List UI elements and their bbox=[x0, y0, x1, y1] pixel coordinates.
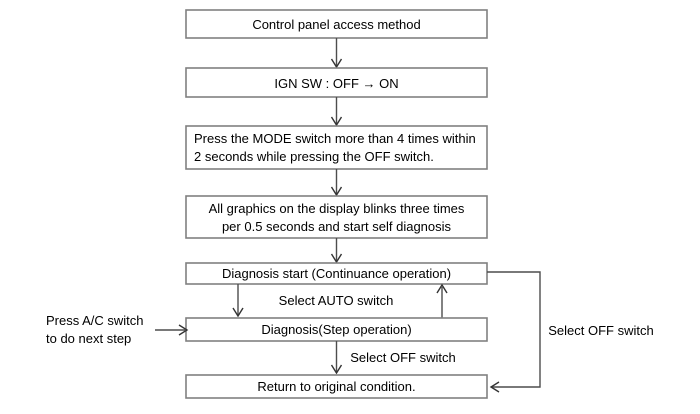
node-label-diagnosis-start: Diagnosis start (Continuance operation) bbox=[222, 266, 451, 281]
node-diagnosis-step: Diagnosis(Step operation) bbox=[185, 317, 488, 342]
node-label-diagnosis-step: Diagnosis(Step operation) bbox=[261, 322, 411, 337]
node-label-press-mode-switch-line2: 2 seconds while pressing the OFF switch. bbox=[194, 149, 434, 164]
edge-label-select-off-middle: Select OFF switch bbox=[350, 350, 455, 365]
edge-press-mode-to-blinks bbox=[330, 169, 343, 197]
annotation-ac-switch-line2: to do next step bbox=[46, 331, 131, 346]
edge-label-select-off-right: Select OFF switch bbox=[548, 323, 653, 338]
edge-ac-switch-to-step bbox=[155, 324, 189, 336]
node-diagnosis-start: Diagnosis start (Continuance operation) bbox=[185, 262, 488, 285]
annotation-ac-switch-line1: Press A/C switch bbox=[46, 313, 144, 328]
edge-blinks-to-diagnosis-start bbox=[330, 238, 343, 264]
node-label-ign-switch: IGN SW : OFF → ON bbox=[274, 76, 398, 91]
node-control-panel-access: Control panel access method bbox=[185, 9, 488, 39]
node-label-display-blinks-line1: All graphics on the display blinks three… bbox=[209, 201, 465, 216]
node-ign-switch: IGN SW : OFF → ON bbox=[185, 67, 488, 98]
node-label-control-panel-access: Control panel access method bbox=[252, 17, 420, 32]
edge-step-to-return bbox=[330, 341, 343, 375]
edge-diagnosis-start-to-step bbox=[232, 284, 244, 318]
edge-step-to-diagnosis-start bbox=[436, 283, 448, 318]
edge-diagnosis-start-to-return-loop bbox=[487, 271, 541, 393]
node-box-return-original bbox=[185, 374, 488, 399]
annotation-ac-switch: Press A/C switch to do next step bbox=[46, 313, 144, 346]
node-box-ign-switch bbox=[185, 67, 488, 98]
node-box-diagnosis-start bbox=[185, 262, 488, 285]
edge-access-to-ign bbox=[330, 38, 343, 69]
node-return-original: Return to original condition. bbox=[185, 374, 488, 399]
edge-label-select-auto: Select AUTO switch bbox=[279, 293, 394, 308]
node-box-control-panel-access bbox=[185, 9, 488, 39]
edge-ign-to-press-mode bbox=[330, 97, 343, 127]
node-press-mode-switch: Press the MODE switch more than 4 times … bbox=[185, 125, 488, 170]
node-label-press-mode-switch-line1: Press the MODE switch more than 4 times … bbox=[194, 131, 476, 146]
node-display-blinks: All graphics on the display blinks three… bbox=[185, 195, 488, 239]
node-label-display-blinks-line2: per 0.5 seconds and start self diagnosis bbox=[222, 219, 452, 234]
node-label-return-original: Return to original condition. bbox=[257, 379, 415, 394]
node-box-press-mode-switch bbox=[185, 125, 488, 170]
